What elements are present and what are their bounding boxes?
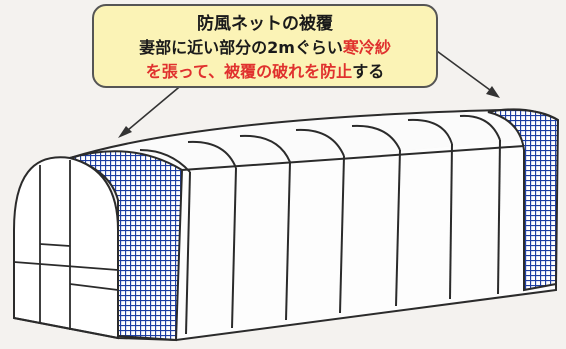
callout-title: 防風ネットの被覆 [197, 14, 333, 34]
callout-line-2-black: する [352, 62, 385, 81]
ground-line [13, 284, 557, 342]
eave-line [181, 145, 525, 171]
gable-frame [13, 160, 119, 330]
callout-line-1-black: 妻部に近い部分の2mぐらい [139, 38, 343, 57]
wall-posts [185, 139, 501, 335]
callout-line-1: 妻部に近い部分の2mぐらい寒冷紗 [94, 36, 436, 60]
callout-box: 防風ネットの被覆 妻部に近い部分の2mぐらい寒冷紗 を張って、被覆の破れを防止す… [92, 4, 438, 88]
arrow-right-icon [429, 45, 500, 98]
callout-line-1-red: 寒冷紗 [342, 38, 391, 57]
gable-end [13, 156, 119, 340]
roof-outline [69, 108, 559, 159]
callout-line-2: を張って、被覆の破れを防止する [94, 60, 436, 84]
roof-arches [139, 114, 501, 173]
side-wall [176, 138, 556, 340]
callout-line-2-red: を張って、被覆の破れを防止 [145, 62, 353, 81]
